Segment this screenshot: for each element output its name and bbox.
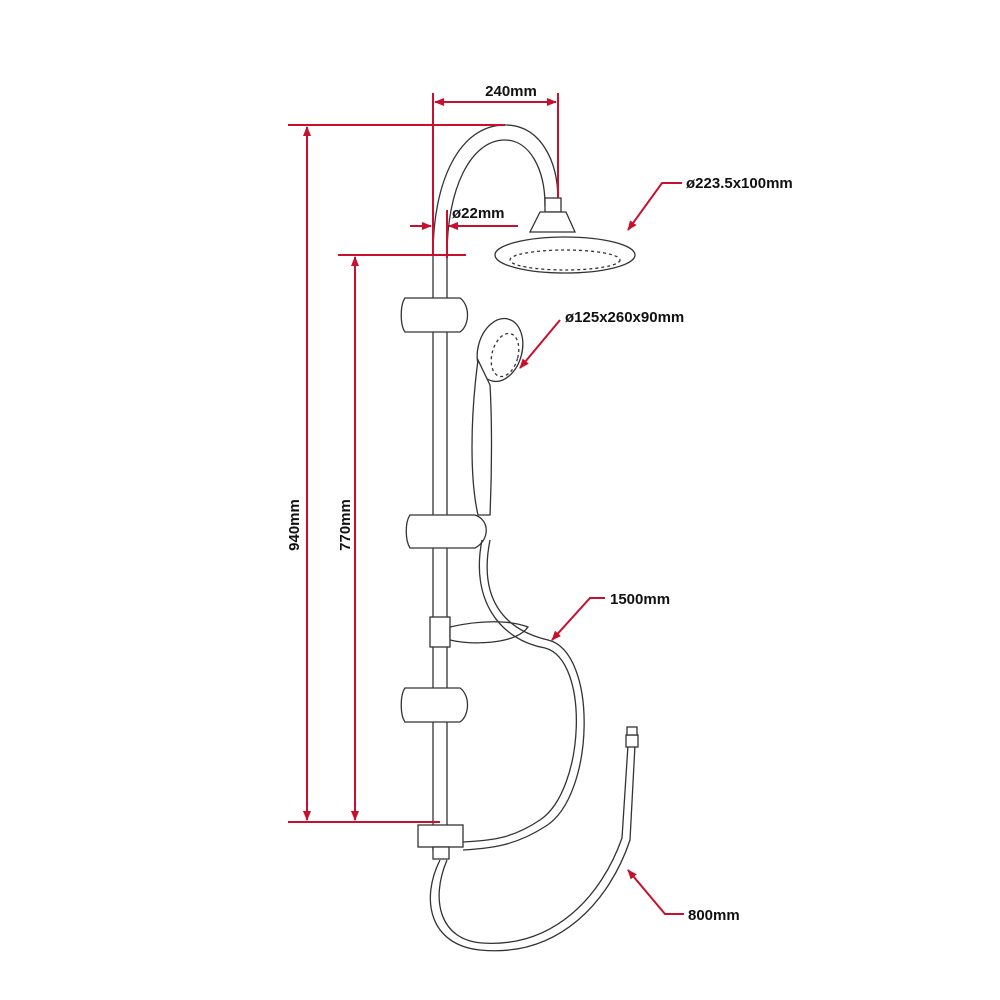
label-pipe-diameter: ø22mm (452, 205, 505, 222)
leader-hose-800: 800mm (627, 869, 740, 924)
label-arm-reach: 240mm (485, 83, 537, 100)
label-hose-short: 800mm (688, 907, 740, 924)
label-head-shower: ø223.5x100mm (686, 175, 793, 192)
leader-hand-shower: ø125x260x90mm (519, 309, 684, 369)
label-hand-shower: ø125x260x90mm (565, 309, 684, 326)
shower-rail (432, 124, 559, 851)
dimension-770: 770mm (337, 254, 466, 821)
hand-shower (471, 317, 524, 516)
rail-holders (400, 297, 530, 860)
label-hose-long: 1500mm (610, 591, 670, 608)
label-total-height: 940mm (286, 499, 303, 551)
overhead-shower-head (494, 197, 636, 274)
label-rail-height: 770mm (337, 499, 354, 551)
dimension-22: ø22mm (410, 205, 518, 258)
dimension-240: 240mm (432, 83, 559, 255)
dimension-940: 940mm (286, 124, 505, 823)
leader-hose-1500: 1500mm (551, 591, 670, 641)
hoses (429, 539, 639, 952)
leader-head-shower: ø223.5x100mm (627, 175, 793, 231)
